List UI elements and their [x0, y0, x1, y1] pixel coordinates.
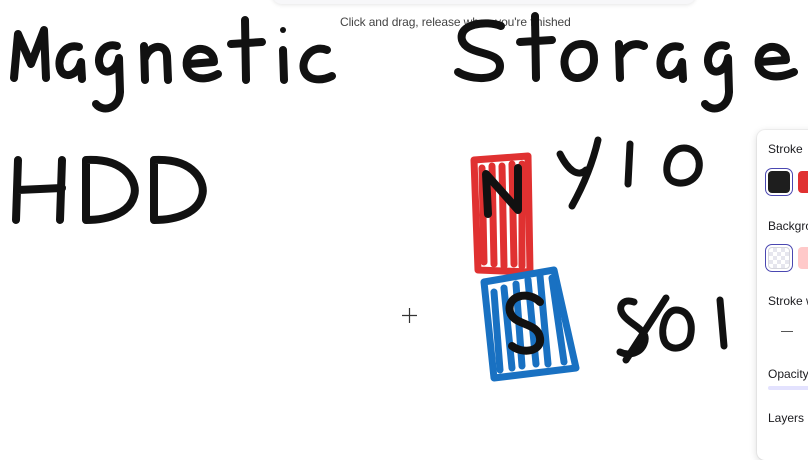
properties-panel: Stroke Backgro Stroke w Opacity Layers: [757, 130, 808, 460]
background-label: Backgro: [768, 219, 808, 233]
drawing-hint: Click and drag, release when you're fini…: [340, 15, 571, 29]
handwriting-n[interactable]: [482, 164, 522, 218]
crosshair-icon: [402, 308, 417, 323]
stroke-label: Stroke: [768, 142, 803, 156]
layers-label: Layers: [768, 411, 805, 425]
stroke-width-thin-button[interactable]: [781, 331, 793, 332]
background-swatch-pink[interactable]: [798, 247, 808, 269]
background-swatch-transparent[interactable]: [765, 244, 793, 272]
handwriting-title[interactable]: [10, 12, 798, 113]
opacity-slider[interactable]: [768, 386, 808, 390]
toolbar-edge: [272, 0, 696, 4]
handwriting-north-bits[interactable]: [556, 136, 703, 210]
handwriting-south-bits[interactable]: [616, 294, 728, 364]
stroke-swatch-black[interactable]: [765, 168, 793, 196]
stroke-width-label: Stroke w: [768, 294, 808, 308]
opacity-label: Opacity: [768, 367, 808, 381]
handwriting-hdd[interactable]: [12, 155, 207, 224]
whiteboard-canvas[interactable]: Click and drag, release when you're fini…: [0, 0, 808, 440]
stroke-swatch-red[interactable]: [798, 171, 808, 193]
handwriting-s[interactable]: [505, 291, 545, 355]
handwriting-layer: [10, 12, 798, 382]
